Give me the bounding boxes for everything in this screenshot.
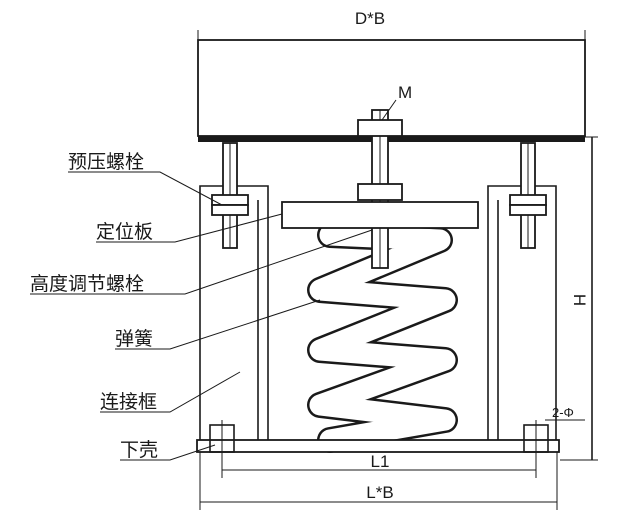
- preload-bolt-right: [509, 142, 547, 249]
- label-spring: 弹簧: [115, 328, 153, 350]
- bolt-size-leader: [381, 99, 397, 121]
- dim-inner-length: L1: [371, 452, 390, 471]
- leader-line: [30, 229, 373, 295]
- dim-height: H: [570, 294, 589, 306]
- preload-bolt-left: [211, 142, 249, 249]
- label-preload-bolt: 预压螺栓: [68, 151, 144, 173]
- label-connecting-frame: 连接框: [100, 391, 157, 413]
- lower-shell: [196, 420, 560, 460]
- leader-line: [115, 299, 321, 350]
- dim-holes: 2-Φ: [552, 405, 574, 420]
- label-positioning-plate: 定位板: [96, 221, 153, 243]
- leader-line: [120, 444, 216, 461]
- positioning-plate: [281, 201, 479, 229]
- leader-line: [100, 371, 241, 413]
- dim-top-width: D*B: [355, 9, 385, 28]
- leader-line: [96, 213, 283, 243]
- top-plate-base: [198, 136, 585, 142]
- label-lower-shell: 下壳: [120, 439, 158, 461]
- dim-bolt-size: M: [398, 83, 412, 102]
- label-height-adjust-bolt: 高度调节螺栓: [30, 273, 144, 295]
- spring: [307, 222, 458, 453]
- leader-line: [68, 171, 223, 206]
- dim-outer-length: L*B: [366, 483, 393, 502]
